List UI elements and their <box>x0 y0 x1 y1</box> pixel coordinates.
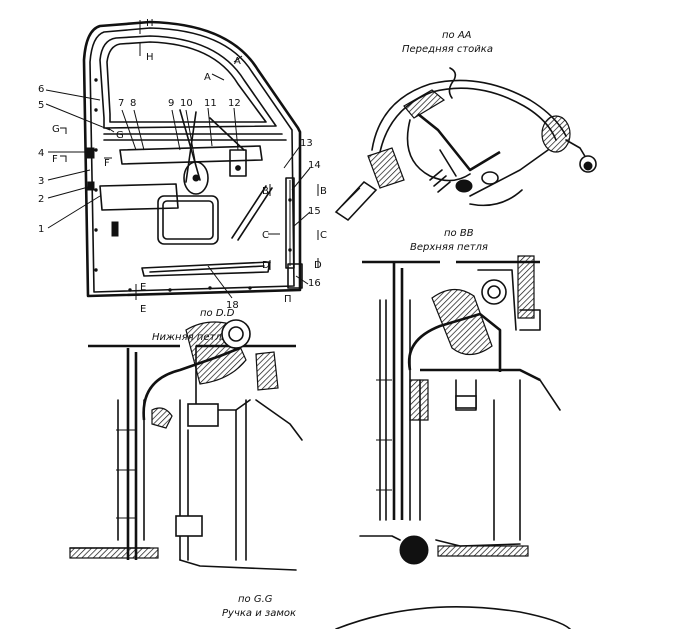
callout-6: 6 <box>38 84 44 95</box>
view-dd-lower-hinge: по D.D Нижняя петля <box>69 308 303 571</box>
callout-10: 10 <box>180 98 193 109</box>
section-mark-h-top: H <box>146 18 154 29</box>
callout-12: 12 <box>228 98 241 109</box>
callout-2: 2 <box>38 194 44 205</box>
view-bb-title: Верхняя петля <box>410 242 488 253</box>
view-gg-title: Ручка и замок <box>222 608 296 619</box>
callout-5: 5 <box>38 100 44 111</box>
rivet-dots <box>94 78 292 292</box>
view-aa-front-pillar: по АА Передняя стойка <box>334 30 597 222</box>
callout-8: 8 <box>130 98 136 109</box>
callout-leaders <box>45 89 311 299</box>
section-markers: H H A A G G F F B B C C D D E E П <box>52 18 327 315</box>
callout-3: 3 <box>38 176 44 187</box>
view-gg-ref: по G.G <box>238 594 273 605</box>
section-mark-b-left: B <box>262 186 269 197</box>
section-mark-b-right: B <box>320 186 327 197</box>
section-mark-d-left: D <box>262 260 270 271</box>
section-mark-h-bottom: H <box>146 52 154 63</box>
view-dd-ref: по D.D <box>200 308 235 319</box>
callout-7: 7 <box>118 98 124 109</box>
section-mark-f-left: F <box>52 154 58 165</box>
callout-15: 15 <box>308 206 321 217</box>
section-mark-p: П <box>284 294 292 305</box>
view-bb-ref: по ВВ <box>444 228 474 239</box>
section-mark-e-bottom: E <box>140 304 146 315</box>
callout-18: 18 <box>226 300 239 311</box>
callout-16: 16 <box>308 278 321 289</box>
callout-1: 1 <box>38 224 44 235</box>
section-mark-a-left: A <box>204 72 211 83</box>
view-aa-ref: по АА <box>442 30 472 41</box>
door-elevation-view <box>82 20 303 298</box>
section-mark-c-left: C <box>262 230 269 241</box>
callout-11: 11 <box>204 98 217 109</box>
callout-13: 13 <box>300 138 313 149</box>
view-aa-title: Передняя стойка <box>402 44 493 55</box>
callout-9: 9 <box>168 98 174 109</box>
callout-4: 4 <box>38 148 44 159</box>
callout-14: 14 <box>308 160 321 171</box>
section-mark-d-right: D <box>314 260 322 271</box>
section-mark-g-right: G <box>116 130 124 141</box>
section-mark-c-right: C <box>320 230 327 241</box>
callout-numbers: 1 2 3 4 5 6 7 8 9 10 11 12 13 14 15 16 1… <box>38 84 321 311</box>
section-mark-a-right: A <box>234 56 241 67</box>
view-bb-upper-hinge: по ВВ Верхняя петля <box>359 228 561 565</box>
section-mark-f-right: F <box>104 158 110 169</box>
section-mark-e-top: E <box>140 282 146 293</box>
section-mark-g-left: G <box>52 124 60 135</box>
view-gg-handle-lock: по G.G Ручка и замок <box>222 594 571 630</box>
